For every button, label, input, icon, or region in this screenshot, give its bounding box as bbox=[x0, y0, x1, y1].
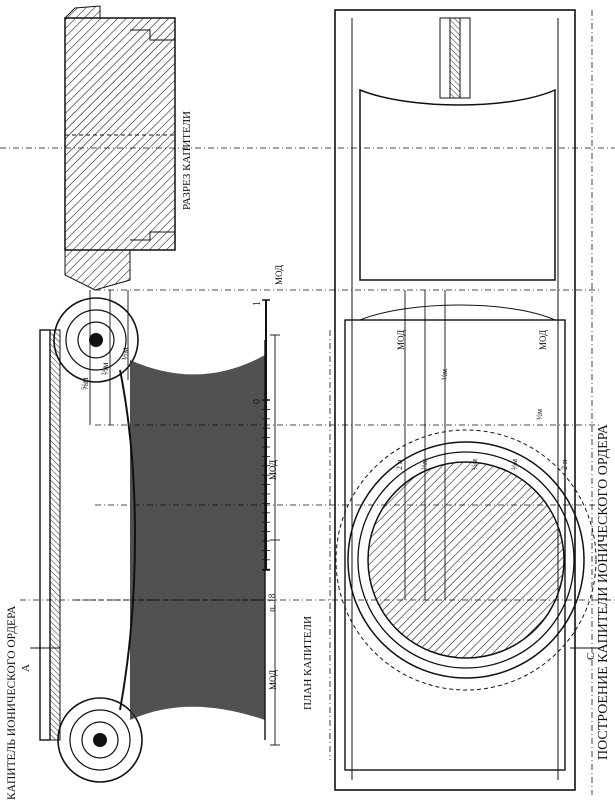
dim-plan-mod-a: МОД bbox=[396, 329, 406, 350]
scale-bar bbox=[262, 299, 270, 571]
plan-label: ПЛАН КАПИТЕЛИ bbox=[302, 616, 314, 710]
dim-plan-m23-b: ⅔м bbox=[510, 458, 519, 470]
scale-unit-label: МОД bbox=[274, 264, 284, 285]
plan-view bbox=[334, 9, 597, 791]
section-label: РАЗРЕЗ КАПИТЕЛИ bbox=[181, 111, 193, 210]
scale-one-label: 1 bbox=[252, 301, 263, 306]
dim-left-mod-2: МОД bbox=[268, 669, 278, 690]
dim-left-fraction-1: ½м bbox=[120, 347, 130, 360]
dim-plan-2p-b: 2 п bbox=[560, 459, 569, 470]
dim-plan-m23-a: ⅔м bbox=[420, 458, 429, 470]
section-view bbox=[63, 5, 176, 291]
dim-plan-2p-a: 2 п bbox=[395, 459, 404, 470]
scale-start-label: п. 18 bbox=[267, 593, 277, 612]
dim-left-mod-1: МОД bbox=[268, 459, 278, 480]
dim-left-fraction-3: ⅝м bbox=[80, 377, 90, 390]
elevation-view bbox=[39, 297, 266, 783]
left-title: КАПИТЕЛЬ ИОНИЧЕСКОГО ОРДЕРА bbox=[6, 605, 18, 800]
dim-left-fraction-2: ⅔м bbox=[100, 362, 110, 375]
dim-plan-m14: ¼м bbox=[470, 458, 479, 470]
axis-a-label: A bbox=[20, 664, 32, 672]
dim-plan-m12-a: ½м bbox=[440, 368, 449, 380]
axis-c-label: C bbox=[585, 652, 597, 660]
construction-lines bbox=[0, 10, 615, 795]
dim-plan-m12-b: ½м bbox=[535, 408, 544, 420]
dim-plan-mod-b: МОД bbox=[538, 329, 548, 350]
scale-zero-label: 0 bbox=[252, 399, 263, 404]
main-title: ПОСТРОЕНИЕ КАПИТЕЛИ ИОНИЧЕСКОГО ОРДЕРА bbox=[596, 424, 611, 760]
volute-top bbox=[53, 297, 139, 383]
dimension-lines bbox=[89, 290, 446, 746]
volute-bottom bbox=[57, 697, 143, 783]
